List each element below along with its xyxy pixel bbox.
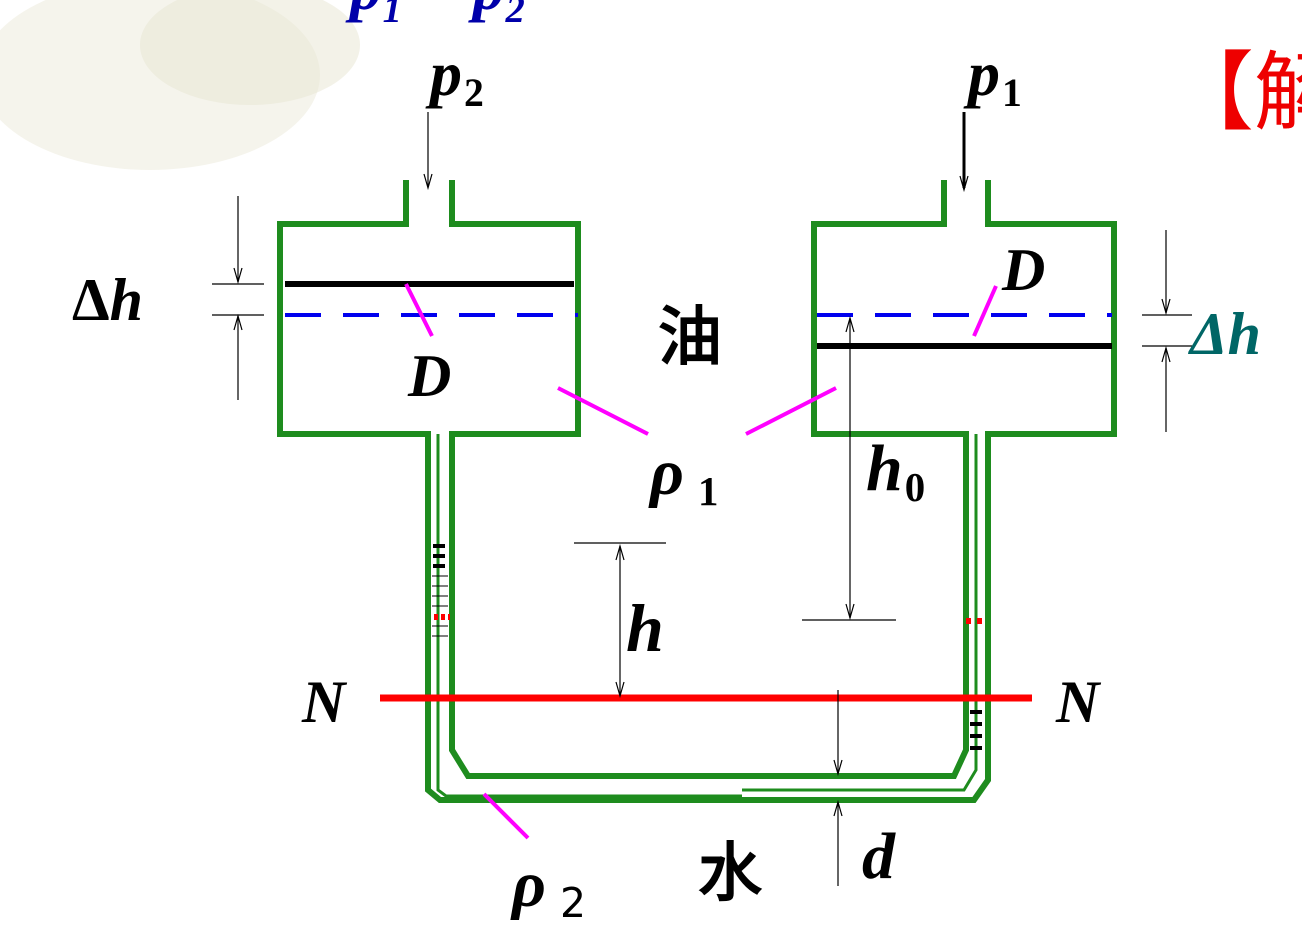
tube-inner-line — [436, 434, 742, 798]
leader-d-left — [404, 283, 434, 337]
arrowhead — [615, 681, 625, 699]
leader-d-right — [972, 285, 998, 337]
label-p1-main: p — [968, 38, 1000, 109]
leader-rho2 — [482, 792, 530, 840]
label-h0-sub: 0 — [904, 465, 926, 511]
background-blob — [140, 0, 360, 105]
label-delta-var: h — [109, 267, 143, 333]
arrowhead — [833, 759, 843, 777]
label-d-small: d — [862, 820, 895, 893]
vessel-walls — [277, 180, 1117, 803]
header-formula: p₁ = p₂ — [350, 0, 527, 20]
label-n-right: N — [1056, 669, 1100, 735]
dimension-lines — [212, 112, 1192, 886]
label-n-left: N — [302, 669, 346, 735]
leader-lines — [404, 283, 998, 840]
label-water: 水 — [698, 837, 762, 911]
label-delta-h-left: Δh — [72, 270, 143, 330]
arrowhead — [233, 313, 243, 331]
left-tube-thin-ticks — [432, 575, 448, 637]
arrowhead — [1161, 298, 1171, 316]
left-tube-ticks — [433, 544, 445, 568]
label-d-left: D — [408, 343, 452, 409]
label-p1: p1 — [968, 42, 1022, 113]
arrowhead — [233, 267, 243, 285]
right-tank-wall — [742, 180, 969, 779]
arrowhead — [423, 173, 433, 191]
label-rho1-sub: 1 — [698, 469, 719, 515]
label-p2-main: p — [430, 38, 462, 109]
arrowhead — [845, 603, 855, 621]
leader-rho1-left — [557, 386, 649, 436]
arrowhead — [615, 543, 625, 561]
arrowhead — [1161, 345, 1171, 363]
arrowhead — [959, 175, 969, 193]
label-p2: p2 — [430, 42, 484, 113]
label-h0: h0 — [866, 436, 925, 509]
section-mark: 【解 — [1168, 43, 1302, 143]
tube-inner-line — [742, 434, 978, 792]
label-delta-symbol: Δ — [72, 267, 110, 333]
right-tank-wall-right — [742, 180, 1117, 803]
label-p2-sub: 2 — [464, 71, 484, 116]
label-d-right: D — [1002, 237, 1046, 303]
label-oil: 油 — [658, 301, 722, 375]
label-rho2-main: ρ — [512, 848, 546, 921]
arrowheads — [233, 173, 1171, 817]
label-h: h — [626, 590, 664, 666]
label-h0-main: h — [866, 432, 903, 505]
label-delta-h-right: Δh — [1190, 301, 1261, 367]
tube-inner-lines — [436, 434, 978, 798]
label-rho2-sub: 2 — [560, 879, 587, 928]
leader-rho1-right — [745, 386, 837, 436]
arrowhead — [845, 315, 855, 333]
left-tank-wall — [277, 180, 742, 803]
label-p1-sub: 1 — [1002, 71, 1022, 116]
right-tube-ticks — [970, 710, 982, 750]
arrowhead — [833, 799, 843, 817]
label-rho1-main: ρ — [650, 436, 684, 509]
left-tank-wall-right — [449, 180, 742, 779]
